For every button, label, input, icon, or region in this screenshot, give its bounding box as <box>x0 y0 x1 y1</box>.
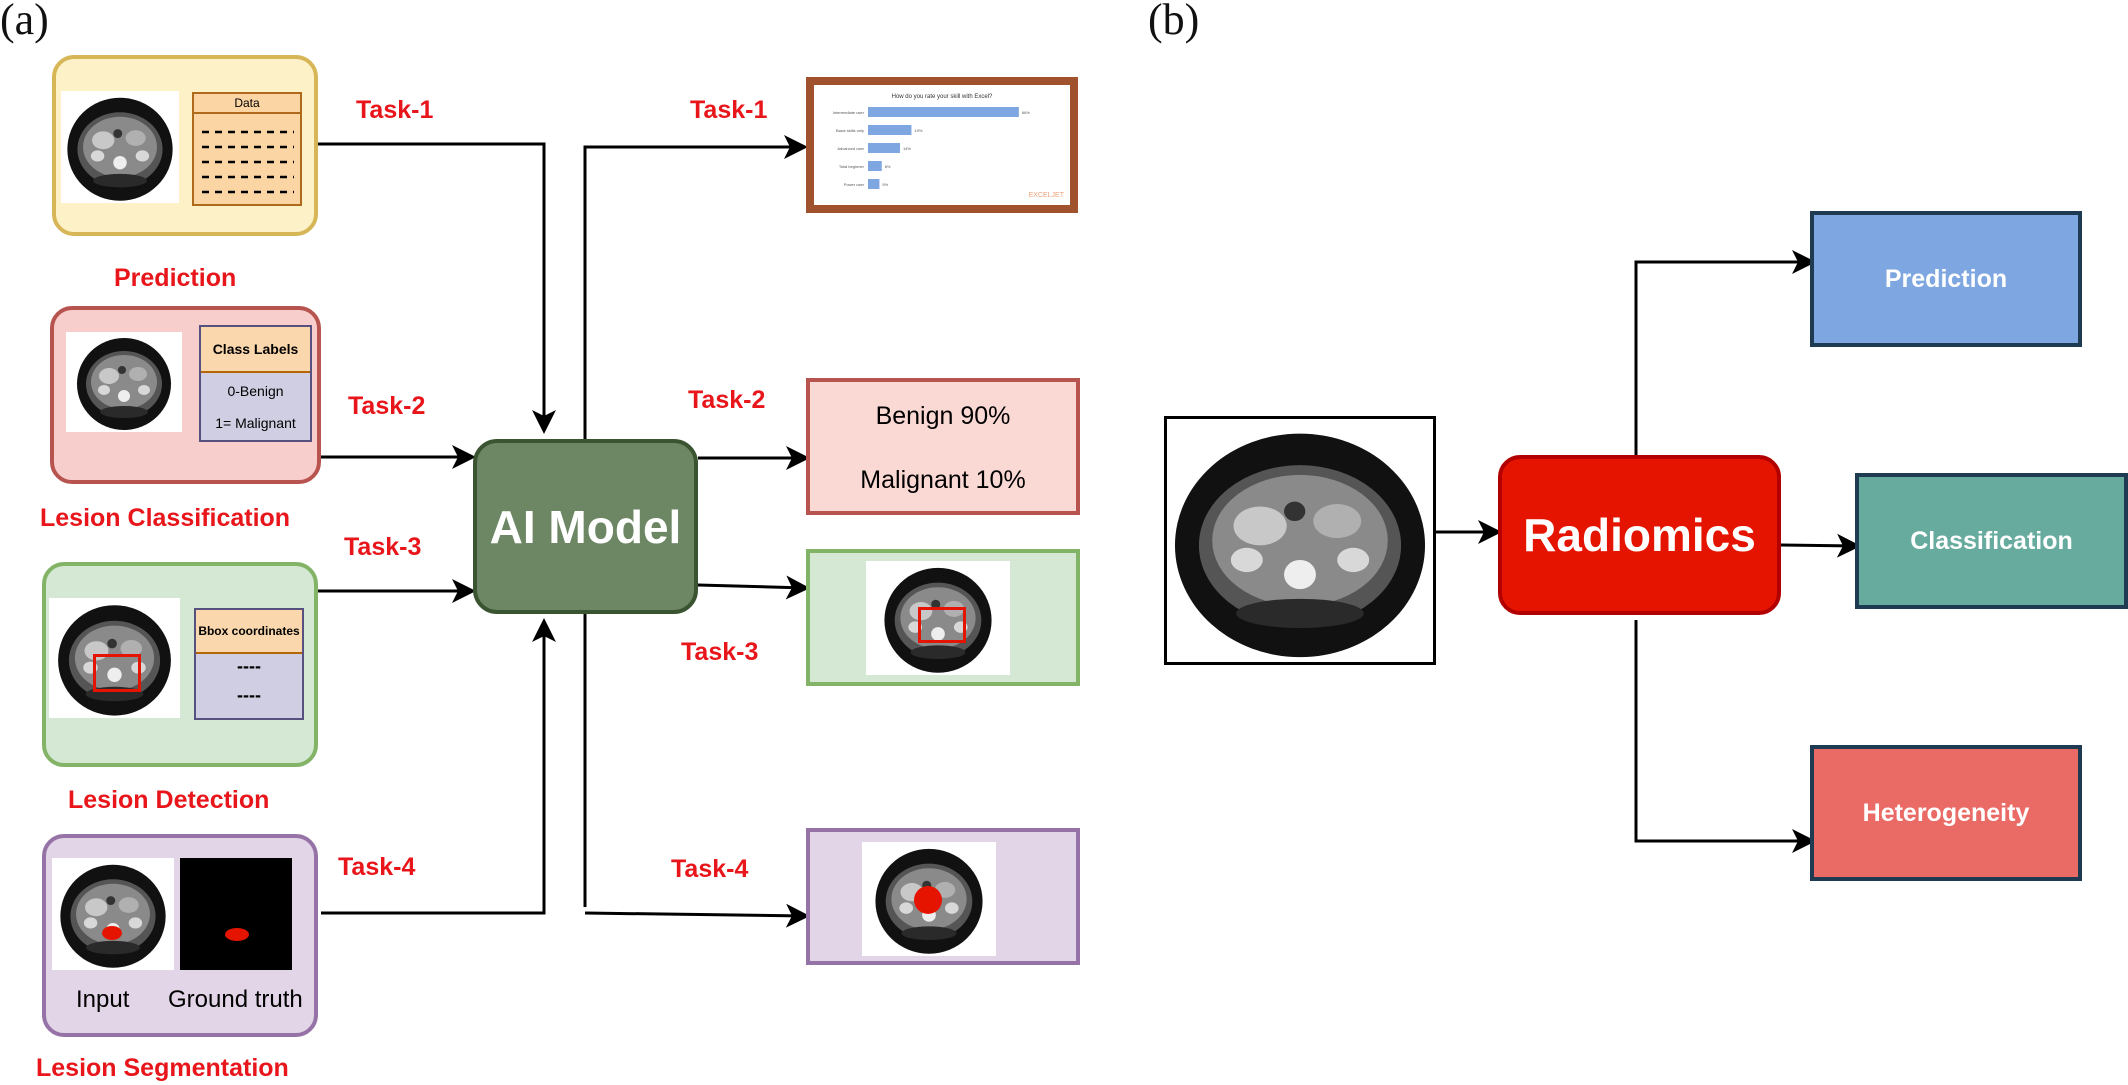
ct-scan-image <box>61 91 179 203</box>
connectors-b <box>1435 250 1861 853</box>
chart-value-label: 19% <box>914 128 922 133</box>
detection-output-box <box>806 549 1080 686</box>
classification-title: Lesion Classification <box>40 504 291 532</box>
ai-model-label: AI Model <box>489 500 682 553</box>
chart-bar <box>868 143 900 153</box>
class-label-malignant: 1= Malignant <box>215 415 296 431</box>
bbox-overlay <box>93 654 141 692</box>
caption-input: Input <box>76 986 130 1013</box>
segmentation-output-box <box>806 828 1080 965</box>
chart-value-label: 6% <box>885 164 891 169</box>
chart-title: How do you rate your skill with Excel? <box>892 94 993 100</box>
prediction-input-box: Data <box>52 55 318 236</box>
task-1-output-label: Task-1 <box>690 96 768 124</box>
chart-category-label: Intermediate user <box>833 110 865 115</box>
task-4-input-label: Task-4 <box>338 853 416 881</box>
ai-model-box: AI Model <box>473 439 698 614</box>
detection-title: Lesion Detection <box>68 786 270 814</box>
prediction-title: Prediction <box>114 264 237 292</box>
chart-category-label: Total beginner <box>839 164 865 169</box>
chart-value-label: 66% <box>1022 110 1030 115</box>
segmentation-overlay <box>914 886 942 914</box>
classification-output-box: Benign 90% Malignant 10% <box>806 378 1080 515</box>
data-table: Data <box>192 92 302 206</box>
chart-bar <box>868 161 882 171</box>
bar-chart: How do you rate your skill with Excel? I… <box>833 94 1065 199</box>
task-2-input-label: Task-2 <box>348 392 426 420</box>
chart-category-label: Power user <box>844 182 865 187</box>
radiomics-prediction-box: Prediction <box>1810 211 2082 347</box>
data-table-header: Data <box>194 94 300 114</box>
bbox-row-1: ---- <box>237 656 261 676</box>
data-table-dashes <box>202 130 294 194</box>
task-1-input-label: Task-1 <box>356 96 434 124</box>
ground-truth-mask <box>180 858 292 970</box>
connectors-a <box>318 135 810 928</box>
bbox-table-header: Bbox coordinates <box>196 610 302 654</box>
chart-value-label: 14% <box>903 146 911 151</box>
bbox-table: Bbox coordinates ---- ---- <box>194 608 304 720</box>
bbox-row-2: ---- <box>237 685 261 705</box>
radiomics-input-ct <box>1164 416 1436 665</box>
task-3-input-label: Task-3 <box>344 533 422 561</box>
ct-scan-image <box>866 561 1010 675</box>
task-3-output-label: Task-3 <box>681 638 759 666</box>
panel-label-a: (a) <box>0 0 49 44</box>
chart-value-label: 5% <box>882 182 888 187</box>
ct-scan-image <box>49 598 180 718</box>
bbox-overlay <box>918 607 966 643</box>
ct-scan-image <box>862 842 996 956</box>
class-label-benign: 0-Benign <box>227 383 284 399</box>
classification-input-box: Class Labels 0-Benign 1= Malignant <box>50 306 321 484</box>
input-ct-image <box>52 858 174 970</box>
chart-bar <box>868 179 880 189</box>
segmentation-input-box: Input Ground truth <box>42 834 318 1037</box>
mask-lesion <box>225 928 249 941</box>
chart-bar <box>868 107 1019 117</box>
chart-watermark: EXCELJET <box>1029 192 1065 199</box>
detection-input-box: Bbox coordinates ---- ---- <box>42 562 318 767</box>
task-4-output-label: Task-4 <box>671 855 749 883</box>
radiomics-box: Radiomics <box>1498 455 1781 615</box>
prediction-output-chart-frame: How do you rate your skill with Excel? I… <box>806 77 1078 213</box>
chart-category-label: Basic skills only <box>836 128 864 133</box>
caption-ground-truth: Ground truth <box>168 986 303 1013</box>
malignant-result: Malignant 10% <box>860 466 1026 494</box>
benign-result: Benign 90% <box>875 402 1011 430</box>
chart-category-label: Advanced user <box>837 146 864 151</box>
radiomics-heterogeneity-box: Heterogeneity <box>1810 745 2082 881</box>
class-labels-table: Class Labels 0-Benign 1= Malignant <box>199 325 312 442</box>
panel-label-b: (b) <box>1148 0 1200 44</box>
segmentation-title: Lesion Segmentation <box>36 1054 289 1082</box>
ct-scan-image <box>66 332 182 432</box>
lesion-marker <box>102 926 122 940</box>
radiomics-label: Radiomics <box>1523 509 1756 561</box>
chart-bar <box>868 125 912 135</box>
task-2-output-label: Task-2 <box>688 386 766 414</box>
radiomics-classification-box: Classification <box>1855 473 2128 609</box>
class-labels-header: Class Labels <box>201 327 310 373</box>
